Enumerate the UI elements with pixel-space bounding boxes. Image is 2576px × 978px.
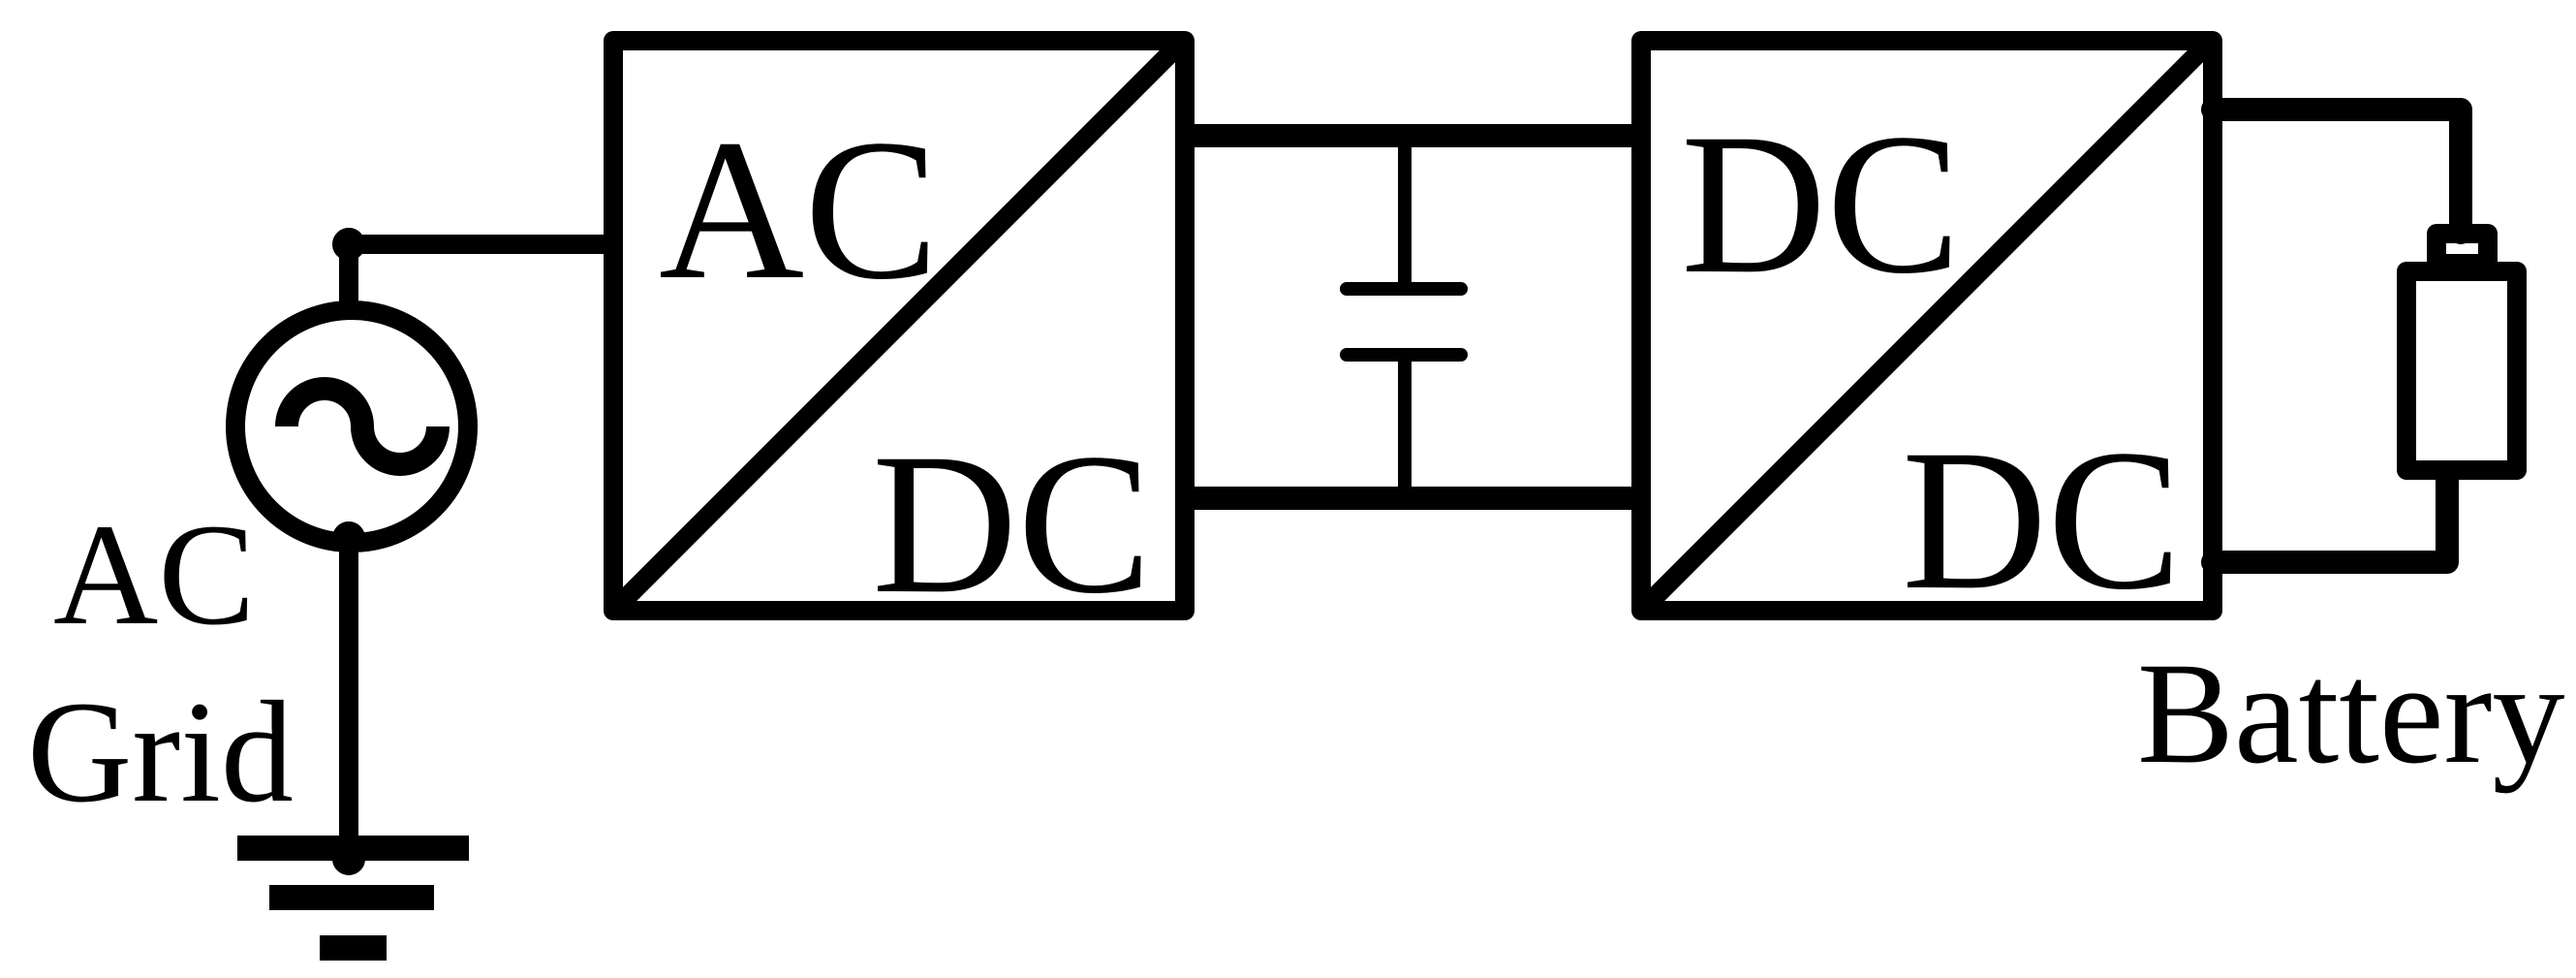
converter-input-label: DC	[1681, 92, 1961, 315]
battery-label: Battery	[2137, 633, 2565, 794]
rectifier-input-label: AC	[659, 98, 939, 321]
capacitor-symbol	[1340, 282, 1468, 362]
rectifier-output-label: DC	[872, 412, 1152, 635]
grid-wiring	[332, 228, 618, 875]
dc-dc-converter-block	[1631, 31, 2222, 620]
source-label-line1: AC	[53, 494, 255, 655]
ac-source-symbol	[226, 300, 478, 552]
battery-wiring	[2201, 98, 2472, 574]
ac-dc-converter-block	[604, 31, 1195, 620]
battery-symbol	[2397, 224, 2527, 480]
converter-output-label: DC	[1902, 408, 2182, 631]
source-label-line2: Grid	[27, 672, 294, 833]
dc-link-wiring	[1185, 124, 1637, 510]
